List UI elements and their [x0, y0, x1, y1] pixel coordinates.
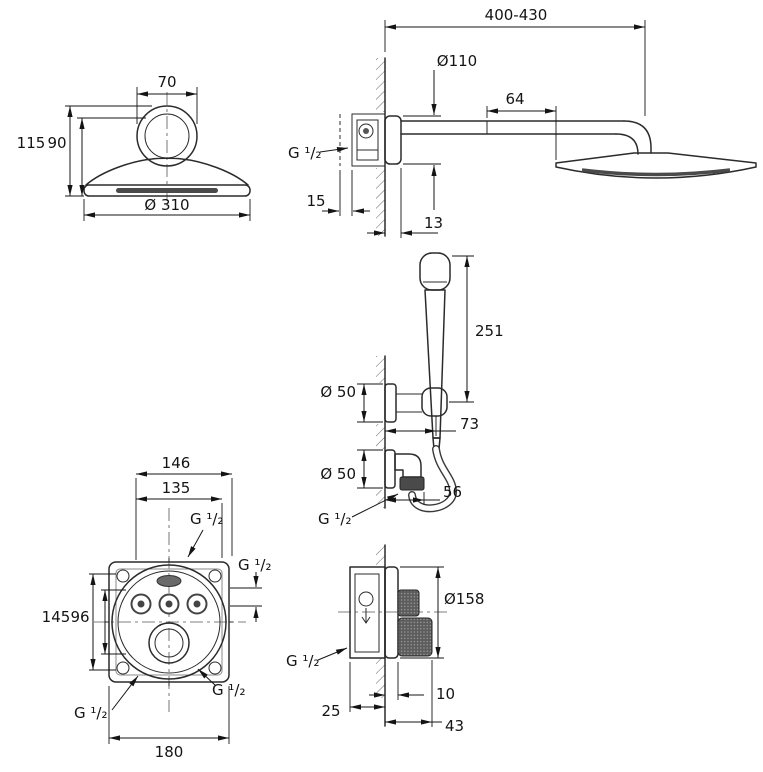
- arm-joint-outline: [136, 105, 198, 167]
- dim-145: 145: [42, 608, 71, 626]
- dim-escutcheon-diameter: Ø110: [437, 52, 477, 70]
- dim-43: 43: [445, 717, 464, 735]
- hose-nut: [399, 476, 425, 491]
- dim-146: 146: [162, 454, 191, 472]
- view-showerhead-side: 400-430 Ø110 64 G ¹/₂ 15 13: [288, 6, 757, 238]
- wall-hatch: [376, 356, 385, 383]
- dim-25: 25: [321, 702, 340, 720]
- flow-arrow-icon: [361, 608, 371, 624]
- fixing-screw: [208, 661, 222, 675]
- holder-escutcheon: [384, 383, 397, 423]
- dim-64: 64: [505, 90, 524, 108]
- holder-clamp: [421, 387, 448, 417]
- dim-96: 96: [70, 608, 89, 626]
- dim-head-height-115: 115: [17, 134, 46, 152]
- thread-label-right: G ¹/₂: [238, 556, 271, 574]
- dim-holder-projection: 73: [460, 415, 479, 433]
- outlet-escutcheon: [384, 449, 396, 489]
- dim-handshower-length: 251: [475, 322, 504, 340]
- wall-hatch: [376, 58, 385, 112]
- temperature-knob: [148, 622, 190, 664]
- view-valve-front: 146 135 G ¹/₂ G ¹/₂ 145 96 G ¹/₂ G ¹/₂ 1…: [42, 454, 272, 761]
- thread-label-bottom-left: G ¹/₂: [74, 704, 107, 722]
- thread-label-outlet: G ¹/₂: [318, 510, 351, 528]
- wall-hatch: [376, 545, 385, 567]
- thread-label-arm: G ¹/₂: [288, 144, 321, 162]
- fixing-screw: [208, 569, 222, 583]
- fixing-screw: [116, 569, 130, 583]
- dim-head-diameter: Ø 310: [144, 196, 189, 214]
- head-dome-outline: [85, 157, 249, 186]
- thread-label-top: G ¹/₂: [190, 510, 223, 528]
- dim-joint-width: 70: [157, 73, 176, 91]
- outlet-elbow: [394, 453, 422, 478]
- view-valve-side: Ø158 G ¹/₂ 10 25 43: [286, 544, 484, 735]
- wall-escutcheon: [384, 115, 402, 165]
- dim-arm-reach: 400-430: [485, 6, 548, 24]
- brand-badge: [156, 575, 182, 587]
- temperature-knob-side: [397, 617, 433, 657]
- shower-hose: [409, 446, 456, 511]
- dim-135: 135: [162, 479, 191, 497]
- handshower-head: [419, 252, 451, 291]
- dim-10: 10: [436, 685, 455, 703]
- valve-plate: [111, 564, 227, 680]
- head-side-profile: [555, 152, 757, 179]
- dim-15: 15: [306, 192, 325, 210]
- view-showerhead-front: 70 115 90 Ø 310: [17, 73, 251, 221]
- valve-escutcheon-side: [384, 566, 399, 659]
- fixing-screw: [116, 661, 130, 675]
- dim-holder-diameter: Ø 50: [320, 383, 356, 401]
- thread-label-side: G ¹/₂: [286, 652, 319, 670]
- dim-180: 180: [155, 743, 184, 761]
- dim-outlet-projection: 56: [443, 483, 462, 501]
- dim-head-height-90: 90: [47, 134, 66, 152]
- view-handshower: 251 Ø 50 73 Ø 50 56 G ¹/₂: [318, 252, 504, 528]
- dim-plate-diameter: Ø158: [444, 590, 484, 608]
- select-knob-side: [397, 589, 420, 617]
- dim-outlet-diameter: Ø 50: [320, 465, 356, 483]
- dim-13: 13: [424, 214, 443, 232]
